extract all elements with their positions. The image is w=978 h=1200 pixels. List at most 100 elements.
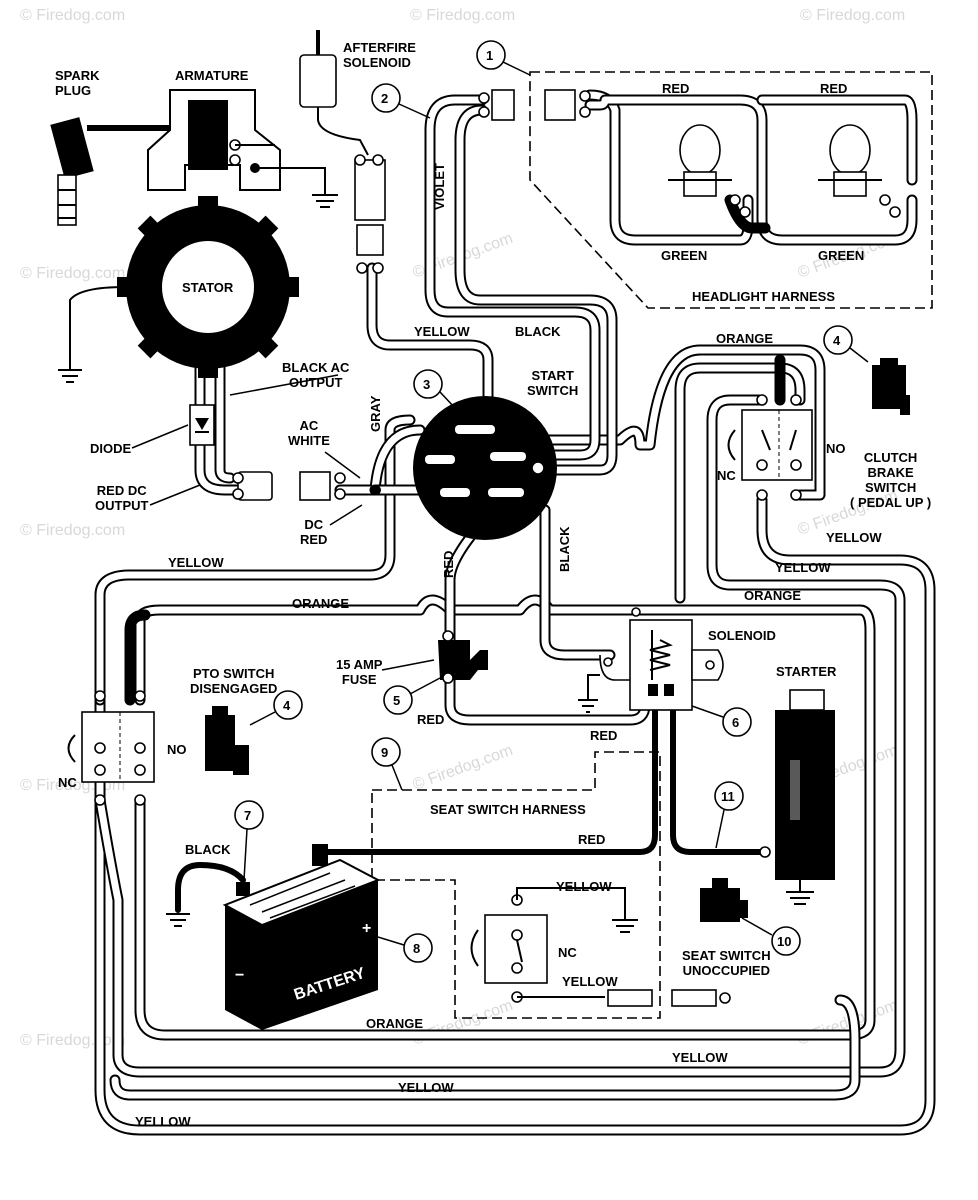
callout-4-pto: 4 <box>249 690 303 726</box>
armature <box>147 89 338 208</box>
svg-text:1: 1 <box>486 48 493 63</box>
wire-yellow-top: YELLOW <box>414 324 470 339</box>
pto-switch-body <box>67 690 155 806</box>
svg-text:11: 11 <box>721 789 735 804</box>
watermark: © Firedog.com <box>411 742 516 794</box>
orange-wire-pto <box>124 609 151 706</box>
wire-red-battery: RED <box>578 832 606 847</box>
starter-motor <box>759 689 835 905</box>
battery-body <box>166 844 381 1030</box>
wire-red-sol: RED <box>590 728 618 743</box>
black-battery-cable <box>175 862 246 913</box>
pto-switch-part <box>205 706 249 775</box>
wire-yellow-clutch-2: YELLOW <box>775 560 831 575</box>
seat-switch-harness-outline <box>371 751 661 1019</box>
wire-black-vertical: BLACK <box>557 526 572 573</box>
solenoid-label: SOLENOID <box>708 628 776 643</box>
wire-red-vertical: RED <box>441 550 456 578</box>
nc-clutch-label: NC <box>717 468 736 483</box>
clutch-brake-switch <box>727 394 813 501</box>
red-battery-cable <box>317 697 658 855</box>
stator <box>58 196 299 383</box>
dc-red-label: DC RED <box>300 517 328 547</box>
wires <box>94 89 936 1136</box>
headlight-bulb-left <box>668 124 751 218</box>
seat-switch-body <box>470 887 731 1007</box>
headlight-connectors <box>478 89 591 121</box>
wire-black-battery: BLACK <box>185 842 231 857</box>
svg-text:5: 5 <box>393 693 400 708</box>
red-wire-fuse <box>444 674 651 726</box>
afterfire-solenoid-label: AFTERFIRE SOLENOID <box>343 40 416 70</box>
headlight-harness-label: HEADLIGHT HARNESS <box>692 289 836 304</box>
watermark: © Firedog.com <box>800 7 905 24</box>
harness-outlines <box>371 71 933 1019</box>
wire-orange-bottom: ORANGE <box>366 1016 424 1031</box>
wire-yellow-bottom-1: YELLOW <box>672 1050 728 1065</box>
stator-connectors <box>232 471 381 501</box>
red-dc-output-label: RED DC OUTPUT <box>95 483 149 513</box>
diode-label: DIODE <box>90 441 132 456</box>
callout-5: 5 <box>383 677 441 715</box>
callout-10: 10 <box>741 917 801 956</box>
callout-2: 2 <box>371 83 431 119</box>
callout-4-clutch: 4 <box>823 325 869 363</box>
seat-switch-part <box>700 878 748 922</box>
svg-text:6: 6 <box>732 715 739 730</box>
wire-gray: GRAY <box>368 395 383 432</box>
black-ac-output-label: BLACK AC OUTPUT <box>282 360 350 390</box>
pto-switch-label: PTO SWITCH DISENGAGED <box>190 666 278 696</box>
watermark: © Firedog.com <box>20 265 125 282</box>
watermark: © Firedog.com <box>20 7 125 24</box>
no-clutch-label: NO <box>826 441 846 456</box>
wire-green-2: GREEN <box>818 248 865 263</box>
svg-text:9: 9 <box>381 745 388 760</box>
wire-yellow-clutch-1: YELLOW <box>826 530 882 545</box>
svg-text:8: 8 <box>413 941 420 956</box>
wire-red-1: RED <box>662 81 690 96</box>
black-wire-vertical <box>539 504 616 661</box>
wire-red-fuse: RED <box>417 712 445 727</box>
watermark: © Firedog.com <box>411 997 516 1049</box>
starter-label: STARTER <box>776 664 837 679</box>
nc-pto-label: NC <box>58 775 77 790</box>
callout-3: 3 <box>413 369 456 409</box>
stator-label: STATOR <box>182 280 234 295</box>
heavy-cables <box>175 697 765 913</box>
wire-green-1: GREEN <box>661 248 708 263</box>
wire-yellow-seat-1: YELLOW <box>556 879 612 894</box>
seat-switch-harness-label: SEAT SWITCH HARNESS <box>430 802 586 817</box>
watermark: © Firedog.com <box>410 7 515 24</box>
seat-switch-label: SEAT SWITCH UNOCCUPIED <box>682 948 771 978</box>
fuse-label: 15 AMP FUSE <box>336 657 383 687</box>
callout-6: 6 <box>691 705 752 737</box>
battery-plus: + <box>362 920 371 937</box>
no-pto-label: NO <box>167 742 187 757</box>
wire-yellow-seat-2: YELLOW <box>562 974 618 989</box>
headlight-harness-outline <box>529 71 933 309</box>
leader-lines <box>131 374 435 671</box>
clutch-switch-part <box>872 358 910 415</box>
armature-label: ARMATURE <box>175 68 249 83</box>
fuse-15a <box>438 630 488 684</box>
wire-orange-right: ORANGE <box>744 588 802 603</box>
callout-9: 9 <box>371 737 403 791</box>
start-switch-label: START SWITCH <box>527 368 579 398</box>
diode-body <box>189 404 215 446</box>
battery-minus: − <box>235 967 244 984</box>
starter-solenoid <box>578 607 724 713</box>
headlight-bulb-right <box>818 124 901 218</box>
watermark: © Firedog.com <box>20 522 125 539</box>
svg-text:4: 4 <box>833 333 841 348</box>
wire-yellow-bottom-2: YELLOW <box>398 1080 454 1095</box>
callout-7: 7 <box>234 800 264 881</box>
svg-text:3: 3 <box>423 377 430 392</box>
callout-8: 8 <box>377 933 433 963</box>
afterfire-solenoid <box>299 30 386 274</box>
svg-text:4: 4 <box>283 698 291 713</box>
svg-text:2: 2 <box>381 91 388 106</box>
svg-text:7: 7 <box>244 808 251 823</box>
starter-cable <box>670 697 765 855</box>
